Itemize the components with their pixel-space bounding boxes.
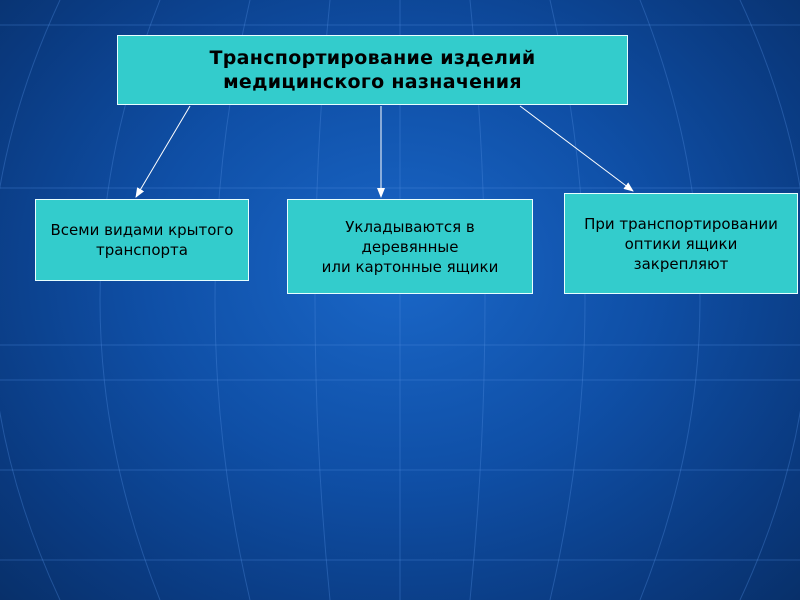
child-box-middle: Укладываются в деревянные или картонные … <box>287 199 533 294</box>
child-box-left: Всеми видами крытого транспорта <box>35 199 249 281</box>
arrow-to-left-box <box>135 105 191 198</box>
child-box-left-text: Всеми видами крытого транспорта <box>50 221 234 259</box>
child-box-middle-text: Укладываются в деревянные или картонные … <box>321 217 499 276</box>
child-box-right-text: При транспортировании оптики ящики закре… <box>584 214 778 273</box>
root-box: Транспортирование изделий медицинского н… <box>117 35 628 105</box>
arrow-to-right-box <box>519 105 634 192</box>
child-box-right: При транспортировании оптики ящики закре… <box>564 193 798 294</box>
root-box-text: Транспортирование изделий медицинского н… <box>209 47 536 93</box>
